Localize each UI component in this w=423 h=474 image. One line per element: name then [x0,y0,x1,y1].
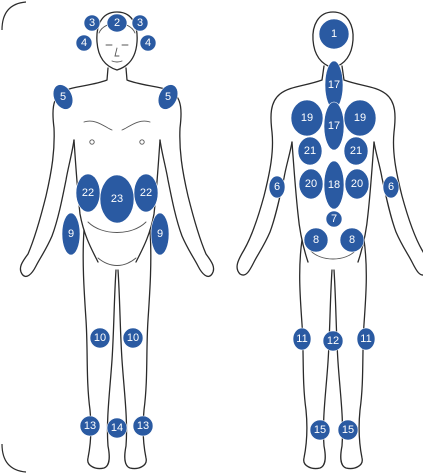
marker-label: 9 [68,228,74,240]
front-nipple-right [140,140,144,144]
marker-back-upper-spine: 17 [324,102,344,150]
marker-label: 15 [314,424,326,436]
marker-label: 4 [145,37,151,49]
marker-front-knee-right: 10 [123,328,143,348]
marker-label: 15 [342,424,354,436]
marker-back-buttock-left: 8 [304,228,328,252]
marker-back-heel-left: 15 [310,420,330,440]
marker-label: 8 [349,234,355,246]
marker-label: 20 [305,178,317,190]
marker-label: 21 [350,145,362,157]
marker-label: 12 [327,335,339,347]
marker-label: 6 [388,181,394,193]
marker-front-knee-left: 10 [90,328,110,348]
marker-label: 19 [354,112,366,124]
marker-front-abdomen-right: 22 [134,174,158,212]
marker-front-abdomen-left: 22 [76,174,100,212]
marker-back-scapula-right: 19 [344,100,376,136]
marker-label: 1 [331,28,337,40]
marker-front-ankle-left: 13 [80,416,100,436]
marker-label: 13 [137,420,149,432]
marker-label: 3 [89,17,95,29]
marker-label: 11 [296,333,307,345]
marker-label: 10 [94,332,106,344]
marker-label: 18 [328,179,340,191]
front-nipple-left [90,140,94,144]
marker-back-mid-left: 21 [298,137,322,165]
marker-back-mid-right: 21 [344,137,368,165]
marker-label: 6 [274,181,280,193]
marker-back-calf-left: 11 [293,328,311,350]
marker-front-ear-left: 4 [76,35,92,51]
marker-label: 8 [313,234,319,246]
marker-label: 4 [81,37,87,49]
marker-front-abdomen-center: 23 [100,175,134,223]
marker-label: 5 [60,91,66,103]
marker-label: 11 [360,333,371,345]
marker-label: 19 [301,112,313,124]
marker-front-forehead: 2 [107,14,127,32]
marker-label: 7 [331,213,337,225]
marker-back-lower-right: 20 [345,169,369,199]
marker-front-temple-right: 3 [132,15,148,31]
marker-label: 17 [328,120,340,132]
marker-back-sacrum: 7 [326,211,342,227]
marker-front-temple-left: 3 [84,15,100,31]
marker-front-shoulder-right: 5 [154,81,181,112]
front-chest-line [84,121,150,130]
frame-corner-top-left [2,2,26,30]
marker-back-scapula-left: 19 [291,100,323,136]
marker-label: 9 [157,228,163,240]
marker-front-hip-right: 9 [151,213,169,255]
marker-label: 13 [84,420,96,432]
marker-back-buttock-right: 8 [340,228,364,252]
back-markers: 1 17 17 19 19 21 21 20 18 20 6 6 7 8 8 1… [269,19,399,440]
marker-front-ear-right: 4 [140,35,156,51]
marker-back-elbow-right: 6 [383,176,399,198]
marker-front-ankle-right: 13 [133,416,153,436]
marker-label: 10 [127,332,139,344]
marker-back-lower-spine: 18 [324,161,344,209]
marker-label: 17 [328,79,340,91]
marker-back-heel-right: 15 [338,420,358,440]
marker-back-head: 1 [319,19,349,49]
marker-label: 23 [111,193,123,205]
marker-back-elbow-left: 6 [269,176,285,198]
marker-front-hip-left: 9 [62,213,80,255]
marker-label: 2 [114,17,120,29]
front-figure [20,12,213,469]
marker-label: 20 [351,178,363,190]
marker-back-lower-left: 20 [299,169,323,199]
marker-label: 22 [140,187,152,199]
front-body-outline [20,68,213,276]
marker-label: 5 [165,91,171,103]
marker-label: 22 [82,187,94,199]
frame-corner-bottom-left [2,444,26,472]
marker-back-calf-right: 11 [357,328,375,350]
marker-back-calf-center: 12 [323,331,343,351]
marker-label: 14 [111,422,123,434]
marker-label: 3 [137,17,143,29]
marker-front-ankle-center: 14 [107,418,127,438]
front-markers: 2 3 3 4 4 5 5 22 23 22 9 9 10 10 13 14 1… [49,14,181,438]
marker-label: 21 [304,145,316,157]
